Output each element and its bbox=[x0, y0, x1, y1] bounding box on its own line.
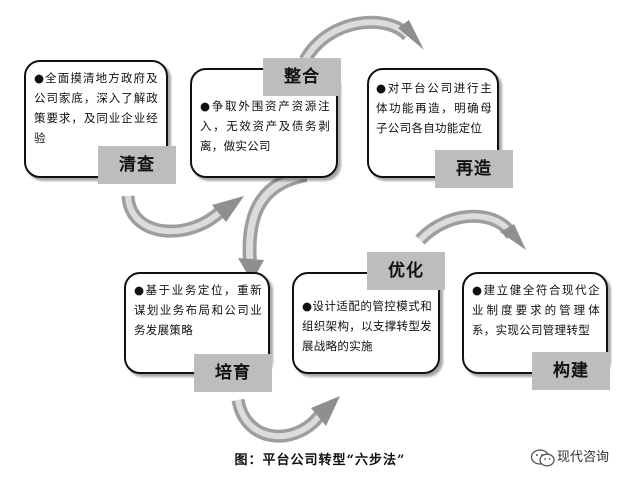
step-label-peiyu: 培育 bbox=[194, 354, 272, 392]
step-text-qingcha: ●全面摸清地方政府及公司家底，深入了解政策要求，及同业企业经验 bbox=[34, 71, 158, 145]
step-text-zhenghe: ●争取外围资产资源注入，无效资产及债务剥离，做实公司 bbox=[200, 99, 330, 153]
figure-caption: 图：平台公司转型“六步法” bbox=[234, 453, 406, 468]
arrow-zaizao-to-peiyu bbox=[238, 168, 308, 282]
step-card-qingcha bbox=[24, 60, 168, 178]
step-label-zhenghe: 整合 bbox=[263, 58, 341, 96]
step-text-youhua: ●设计适配的管控模式和组织架构，以支撑转型发展战略的实施 bbox=[302, 299, 432, 353]
watermark: 现代咨询 bbox=[530, 448, 638, 468]
step-label-qingcha: 清查 bbox=[98, 146, 176, 184]
watermark-text: 现代咨询 bbox=[557, 450, 610, 465]
step-label-zaizao: 再造 bbox=[435, 150, 513, 188]
step-label-youhua: 优化 bbox=[367, 252, 445, 290]
arrow-zhenghe-to-zaizao bbox=[299, 15, 424, 64]
step-label-goujian: 构建 bbox=[532, 352, 610, 390]
step-text-goujian: ●建立健全符合现代企业制度要求的管理体系，实现公司管理转型 bbox=[472, 283, 600, 337]
step-card-zaizao bbox=[367, 68, 499, 178]
wechat-icon bbox=[530, 449, 555, 467]
step-text-zaizao: ●对平台公司进行主体功能再造，明确母子公司各自功能定位 bbox=[376, 81, 492, 135]
arrow-peiyu-to-youhua bbox=[231, 396, 340, 443]
arrow-youhua-to-goujian bbox=[415, 209, 526, 250]
arrow-qingcha-to-zhenghe bbox=[121, 195, 244, 238]
step-text-peiyu: ●基于业务定位，重新谋划业务布局和公司业务发展策略 bbox=[134, 283, 262, 337]
